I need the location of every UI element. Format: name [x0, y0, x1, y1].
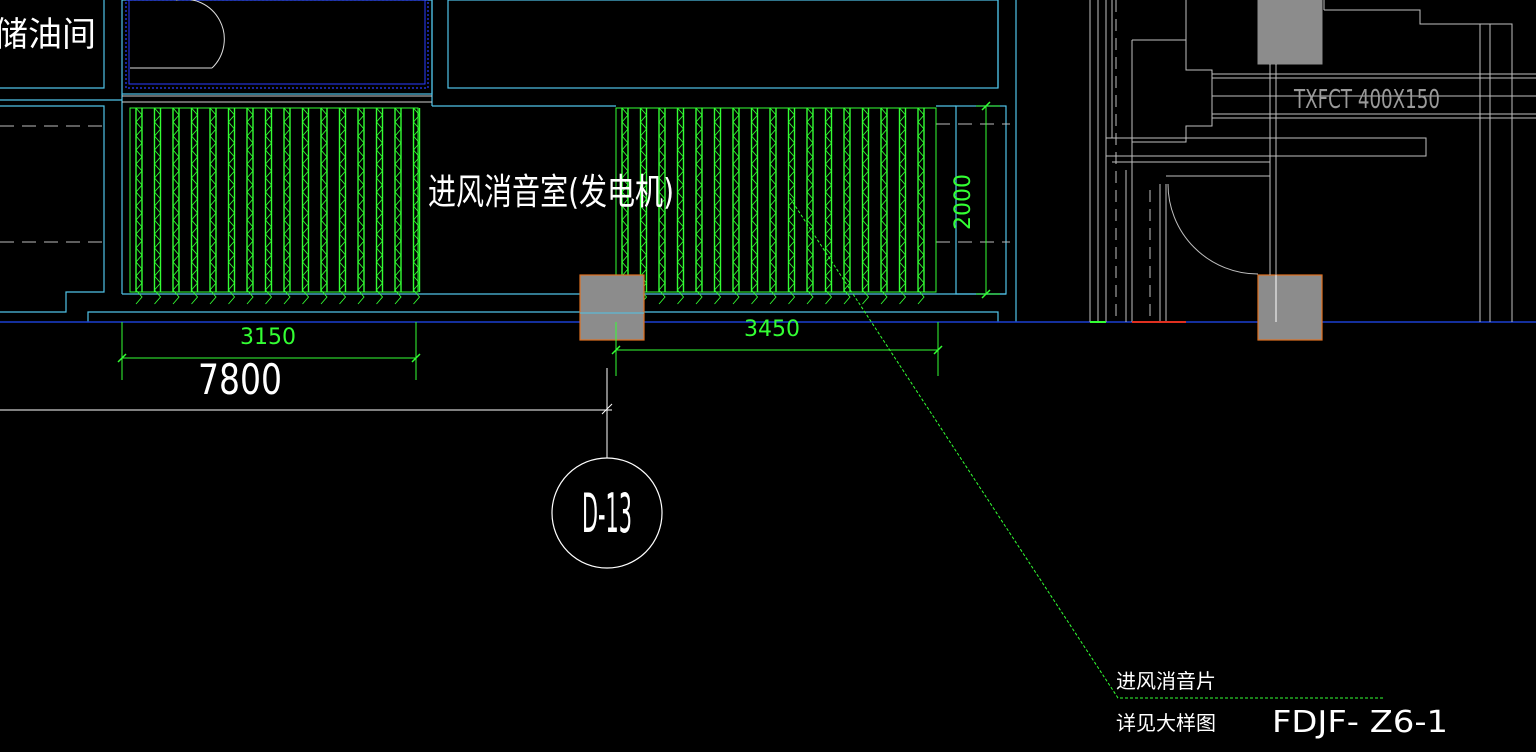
duct-size-label: TXFCT 400X150: [1293, 85, 1440, 115]
baffle-panel: [898, 107, 907, 305]
baffle-panel: [394, 107, 402, 305]
room-label-intake: 进风消音室(发电机): [428, 172, 674, 213]
baffle-panel: [209, 107, 217, 305]
door-swing: [130, 0, 225, 69]
baffle-panel: [843, 107, 851, 305]
baffle-panel: [639, 107, 648, 305]
grid-axis-bubble[interactable]: [551, 457, 663, 569]
baffle-panel: [357, 107, 365, 305]
baffle-panel: [621, 107, 629, 305]
baffle-panel: [880, 107, 888, 305]
baffle-panel: [375, 107, 384, 305]
baffle-panel: [227, 107, 236, 305]
walls-left: [0, 0, 1017, 322]
dimension-lines: [121, 105, 1000, 380]
baffle-panel: [676, 107, 685, 305]
baffle-panel: [172, 107, 180, 305]
baffle-panel: [917, 107, 925, 305]
dimension-ticks: [117, 101, 991, 363]
dimension-7800: [0, 368, 613, 458]
silencer-baffles-left: [129, 107, 421, 305]
column[interactable]: [1257, 0, 1323, 65]
baffle-panel: [806, 107, 814, 305]
baffle-panel: [713, 107, 722, 305]
dashed-centerlines: [0, 123, 1010, 243]
baffle-panel: [658, 107, 666, 305]
baffle-panel: [732, 107, 740, 305]
door-room-inner: [122, 0, 432, 103]
baffle-panel: [283, 107, 291, 305]
dim-text-3150: 3150: [240, 325, 296, 350]
baffle-panel: [246, 107, 254, 305]
baffle-panel: [695, 107, 703, 305]
duct-dashed: [1115, 0, 1151, 322]
note-baffle: 进风消音片: [1116, 669, 1216, 693]
baffle-frame: [129, 107, 419, 293]
baffle-panel: [320, 107, 328, 305]
duct-structure: [1089, 0, 1536, 322]
silencer-baffles-right: [615, 107, 937, 305]
drawing-reference: FDJF- Z6-1: [1272, 705, 1448, 740]
room-label-oil: 储油间: [0, 15, 96, 55]
dim-text-7800: 7800: [198, 355, 282, 404]
column[interactable]: [579, 274, 645, 341]
baffle-panel: [412, 107, 421, 305]
grid-axis-label: D-13: [582, 482, 632, 545]
baffle-panel: [787, 107, 796, 305]
dim-text-2000: 2000: [951, 174, 976, 230]
note-detail: 详见大样图: [1116, 711, 1216, 735]
baffle-panel: [153, 107, 162, 305]
dim-text-3450: 3450: [744, 317, 800, 342]
baffle-panel: [264, 107, 273, 305]
baffle-panel: [861, 107, 870, 305]
baffle-panel: [769, 107, 777, 305]
baffle-panel: [750, 107, 759, 305]
leader-line: [789, 197, 1384, 699]
baffle-panel: [301, 107, 310, 305]
baffle-panel: [135, 107, 143, 305]
baffle-panel: [190, 107, 199, 305]
column[interactable]: [1257, 274, 1323, 341]
baffle-panel: [824, 107, 833, 305]
baffle-panel: [338, 107, 347, 305]
